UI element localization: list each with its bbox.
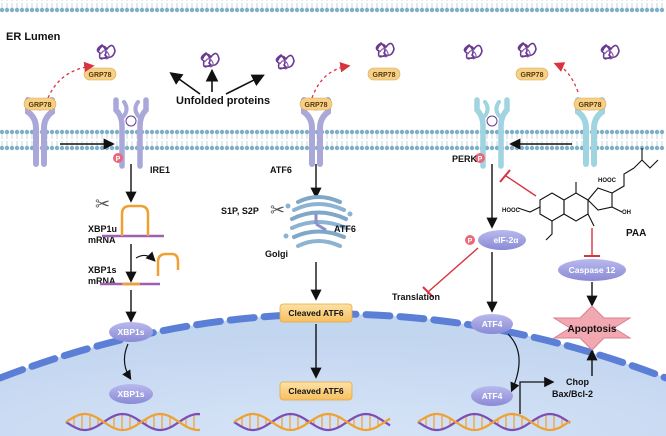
scissors-icon: ✂ xyxy=(95,194,110,214)
arrow-transcription xyxy=(519,376,555,414)
dna-group xyxy=(65,412,571,432)
paa-cooh-top: HOOC xyxy=(598,178,617,184)
xbp1s-nuclear: XBP1s xyxy=(109,384,153,404)
paa-cooh-left: HOOC xyxy=(502,208,521,214)
chop-label: Chop xyxy=(566,377,589,387)
perk-dimer xyxy=(474,97,510,169)
inhibit-bar-translation xyxy=(422,286,434,298)
cleaved-atf6-nuclear-box: Cleaved ATF6 xyxy=(279,381,353,401)
grp78-bound: GRP78 xyxy=(23,97,57,111)
unfolded-protein xyxy=(96,43,116,60)
svg-text:P: P xyxy=(478,156,483,163)
svg-text:Apoptosis: Apoptosis xyxy=(568,324,617,335)
arrow-unfolded-left xyxy=(169,72,201,95)
paa-label: PAA xyxy=(626,228,646,239)
ire1-label: IRE1 xyxy=(150,165,170,175)
unfolded-protein xyxy=(463,43,483,60)
ire1-dimer xyxy=(113,97,149,169)
dna-helix xyxy=(233,412,391,432)
atf6-golgi-label: ATF6 xyxy=(334,224,356,234)
svg-text:ATF4: ATF4 xyxy=(482,391,503,401)
unfolded-protein xyxy=(600,43,620,60)
eif2a-node: eIF-2α xyxy=(478,230,526,250)
xbp1s-mrna-gene-label: XBP1s xyxy=(88,265,117,275)
unfolded-protein xyxy=(275,53,295,70)
xbp1u-mrna xyxy=(102,204,164,238)
atf6-sensor-label: ATF6 xyxy=(270,165,292,175)
unfolded-protein xyxy=(375,41,395,58)
xbp1u-mrna-label: mRNA xyxy=(88,235,116,245)
xbp1u-label: XBP1u xyxy=(88,224,117,234)
atf6-in-golgi xyxy=(314,214,327,232)
top-membrane xyxy=(0,0,665,13)
svg-text:Cleaved ATF6: Cleaved ATF6 xyxy=(288,386,344,396)
caspase12-node: Caspase 12 xyxy=(558,259,626,281)
unfolded-protein-group xyxy=(96,41,620,70)
svg-text:XBP1s: XBP1s xyxy=(118,327,145,337)
paa-inhibit-perk xyxy=(505,175,537,197)
arrow-xbp1s-nucleus xyxy=(122,343,132,381)
arrow-intron-out xyxy=(135,251,156,262)
svg-text:GRP78: GRP78 xyxy=(579,102,602,109)
nucleus xyxy=(0,314,666,436)
svg-text:Caspase 12: Caspase 12 xyxy=(569,265,616,275)
svg-text:P: P xyxy=(468,238,473,245)
golgi-apparatus xyxy=(283,195,353,248)
svg-text:ATF4: ATF4 xyxy=(482,319,503,329)
dna-helix xyxy=(417,412,571,432)
ire1-phospho: P xyxy=(113,153,123,163)
svg-text:GRP78: GRP78 xyxy=(89,72,112,79)
paa-molecule xyxy=(517,148,659,241)
golgi-label: Golgi xyxy=(265,249,288,259)
arrow-atf4-nucleus xyxy=(507,333,520,393)
unfolded-protein xyxy=(517,41,537,58)
perk-phospho: P xyxy=(475,153,485,163)
perk-label: PERK xyxy=(452,154,478,164)
atf4-nuclear-node: ATF4 xyxy=(471,386,513,406)
inhibit-translation xyxy=(427,247,479,293)
grp78-bound: GRP78 xyxy=(573,97,607,111)
unfolded-protein xyxy=(200,51,220,68)
svg-text:eIF-2α: eIF-2α xyxy=(493,235,519,245)
svg-text:P: P xyxy=(116,156,121,163)
dna-helix xyxy=(65,412,201,432)
grp78-free: GRP78 xyxy=(367,67,401,81)
unfolded-proteins-label: Unfolded proteins xyxy=(176,95,270,107)
release-arrow-2 xyxy=(311,62,351,99)
bax-bcl2-label: Bax/Bcl-2 xyxy=(552,389,593,399)
svg-text:GRP78: GRP78 xyxy=(305,102,328,109)
er-lumen-label: ER Lumen xyxy=(6,31,61,43)
scissors-icon-2: ✂ xyxy=(270,200,285,220)
svg-text:GRP78: GRP78 xyxy=(29,102,52,109)
atf4-node: ATF4 xyxy=(471,314,513,334)
er-membrane xyxy=(0,129,665,151)
grp78-free: GRP78 xyxy=(515,67,549,81)
paa-inhibit-perk-bar xyxy=(499,169,511,183)
xbp1s-protein: XBP1s xyxy=(109,322,153,342)
grp78-free: GRP78 xyxy=(83,67,117,81)
svg-text:XBP1s: XBP1s xyxy=(118,389,145,399)
grp78-bound: GRP78 xyxy=(299,97,333,111)
cleaved-atf6-box: Cleaved ATF6 xyxy=(279,303,353,323)
arrow-unfolded-right xyxy=(225,74,265,95)
paa-oh: OH xyxy=(622,210,631,216)
apoptosis-node: Apoptosis xyxy=(552,305,632,351)
release-arrow-3 xyxy=(553,62,579,93)
xbp1s-mrna-label: mRNA xyxy=(88,276,116,286)
svg-text:Cleaved ATF6: Cleaved ATF6 xyxy=(288,308,344,318)
translation-label: Translation xyxy=(392,292,440,302)
svg-text:GRP78: GRP78 xyxy=(521,72,544,79)
svg-text:GRP78: GRP78 xyxy=(373,72,396,79)
spliced-intron xyxy=(156,252,180,276)
s1p-s2p-label: S1P, S2P xyxy=(221,206,259,216)
eif2a-phospho: P xyxy=(465,235,475,245)
